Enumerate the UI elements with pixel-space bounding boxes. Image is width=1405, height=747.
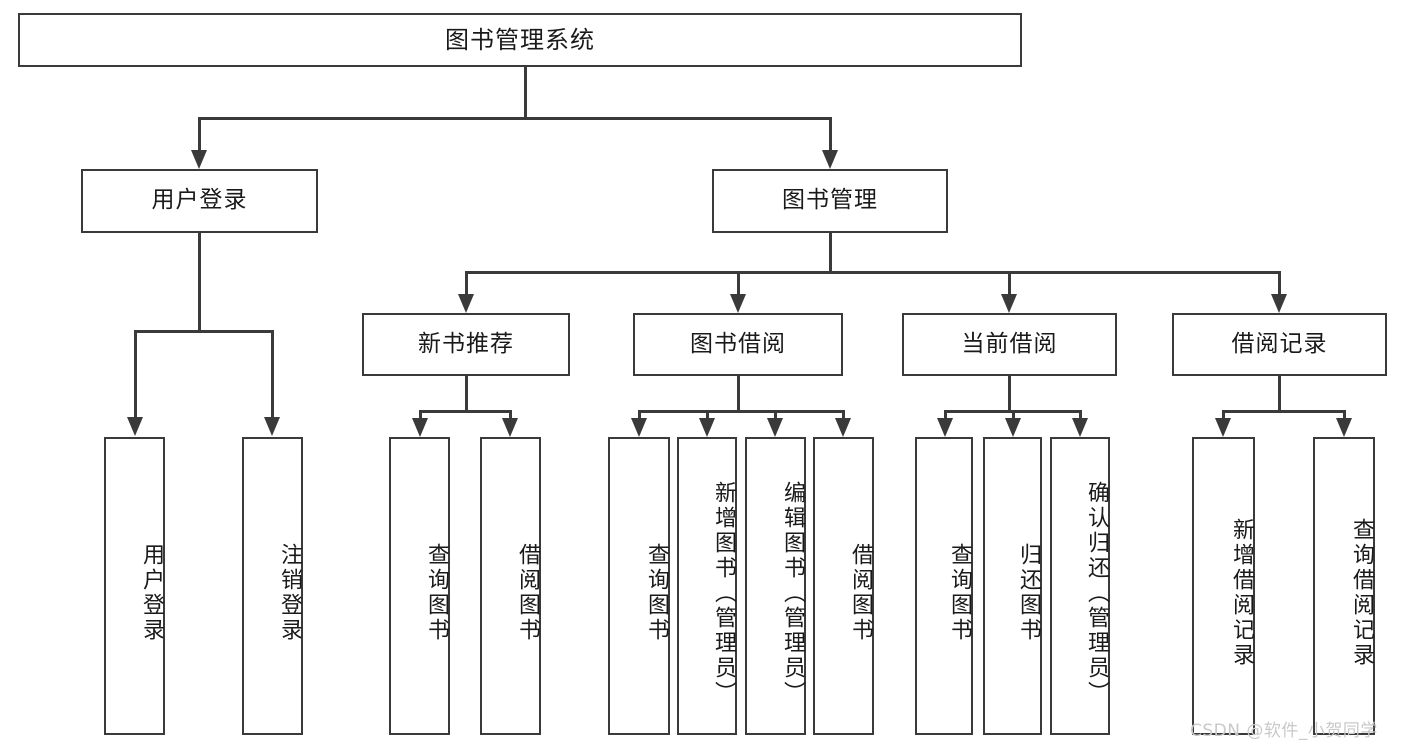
edge-user-login-bus (134, 330, 273, 333)
node-current-borrow[interactable]: 当前借阅 (902, 313, 1117, 376)
edge-root-stem (524, 66, 527, 119)
edge-book-mgmt-to-new-books (465, 271, 468, 295)
arrowhead-nb-leaf-1 (412, 418, 428, 437)
arrowhead-bb-leaf-3 (767, 418, 783, 437)
leaf-logout[interactable]: 注销登录 (242, 437, 303, 735)
edge-cb-to-leaf-1 (944, 410, 947, 419)
leaf-query-books-new[interactable]: 查询图书 (389, 437, 450, 735)
edge-new-books-stem (465, 376, 468, 412)
csdn-watermark: CSDN @软件_小贺同学 (1190, 721, 1378, 741)
edge-user-login-to-leaf-1 (134, 330, 137, 418)
edge-root-bus (198, 117, 831, 120)
edge-book-borrow-stem (737, 376, 740, 412)
edge-book-mgmt-to-current (1008, 271, 1011, 295)
node-book-borrow[interactable]: 图书借阅 (633, 313, 843, 376)
edge-br-to-leaf-2 (1343, 410, 1346, 419)
arrowhead-cb-leaf-2 (1005, 418, 1021, 437)
edge-bb-to-leaf-1 (638, 410, 641, 419)
edge-book-mgmt-stem (829, 233, 832, 273)
arrowhead-user-login (191, 150, 207, 169)
arrowhead-bb-leaf-4 (835, 418, 851, 437)
edge-book-mgmt-to-borrow (737, 271, 740, 295)
edge-book-mgmt-to-records (1278, 271, 1281, 295)
arrowhead-borrow-records (1271, 294, 1287, 313)
arrowhead-br-leaf-1 (1215, 418, 1231, 437)
arrowhead-leaf-user-login (127, 417, 143, 436)
leaf-borrow-books[interactable]: 借阅图书 (813, 437, 874, 735)
edge-user-login-stem (198, 233, 201, 331)
edge-cb-to-leaf-3 (1079, 410, 1082, 419)
edge-root-to-user-login (198, 117, 201, 150)
leaf-edit-book-admin[interactable]: 编辑图书（管理员） (745, 437, 806, 735)
arrowhead-bb-leaf-1 (631, 418, 647, 437)
arrowhead-current-borrow (1001, 294, 1017, 313)
arrowhead-new-books (458, 294, 474, 313)
edge-bb-to-leaf-2 (706, 410, 709, 419)
edge-new-books-bus (419, 410, 512, 413)
arrowhead-br-leaf-2 (1336, 418, 1352, 437)
edge-borrow-records-stem (1278, 376, 1281, 412)
node-borrow-records[interactable]: 借阅记录 (1172, 313, 1387, 376)
edge-new-books-to-leaf-2 (509, 410, 512, 419)
node-new-book-recommend[interactable]: 新书推荐 (362, 313, 570, 376)
edge-book-borrow-bus (638, 410, 844, 413)
leaf-query-books-borrow[interactable]: 查询图书 (608, 437, 670, 735)
leaf-add-borrow-record[interactable]: 新增借阅记录 (1192, 437, 1255, 735)
arrowhead-leaf-logout (264, 417, 280, 436)
edge-cb-to-leaf-2 (1012, 410, 1015, 419)
node-user-login[interactable]: 用户登录 (81, 169, 318, 233)
leaf-user-login[interactable]: 用户登录 (104, 437, 165, 735)
edge-root-to-book-mgmt (829, 117, 832, 150)
leaf-borrow-books-new[interactable]: 借阅图书 (480, 437, 541, 735)
edge-current-borrow-stem (1008, 376, 1011, 412)
arrowhead-bb-leaf-2 (699, 418, 715, 437)
node-book-management[interactable]: 图书管理 (712, 169, 948, 233)
arrowhead-cb-leaf-1 (937, 418, 953, 437)
leaf-confirm-return-admin[interactable]: 确认归还（管理员） (1050, 437, 1110, 735)
edge-new-books-to-leaf-1 (419, 410, 422, 419)
arrowhead-cb-leaf-3 (1072, 418, 1088, 437)
edge-bb-to-leaf-3 (774, 410, 777, 419)
edge-br-to-leaf-1 (1222, 410, 1225, 419)
edge-borrow-records-bus (1222, 410, 1346, 413)
edge-book-mgmt-bus (465, 271, 1280, 274)
node-root-system[interactable]: 图书管理系统 (18, 13, 1022, 67)
leaf-add-book-admin[interactable]: 新增图书（管理员） (677, 437, 737, 735)
leaf-return-books[interactable]: 归还图书 (983, 437, 1042, 735)
leaf-query-borrow-record[interactable]: 查询借阅记录 (1313, 437, 1375, 735)
edge-bb-to-leaf-4 (842, 410, 845, 419)
arrowhead-nb-leaf-2 (502, 418, 518, 437)
arrowhead-book-mgmt (822, 150, 838, 169)
leaf-query-books-current[interactable]: 查询图书 (915, 437, 973, 735)
edge-user-login-to-leaf-2 (271, 330, 274, 418)
arrowhead-book-borrow (730, 294, 746, 313)
